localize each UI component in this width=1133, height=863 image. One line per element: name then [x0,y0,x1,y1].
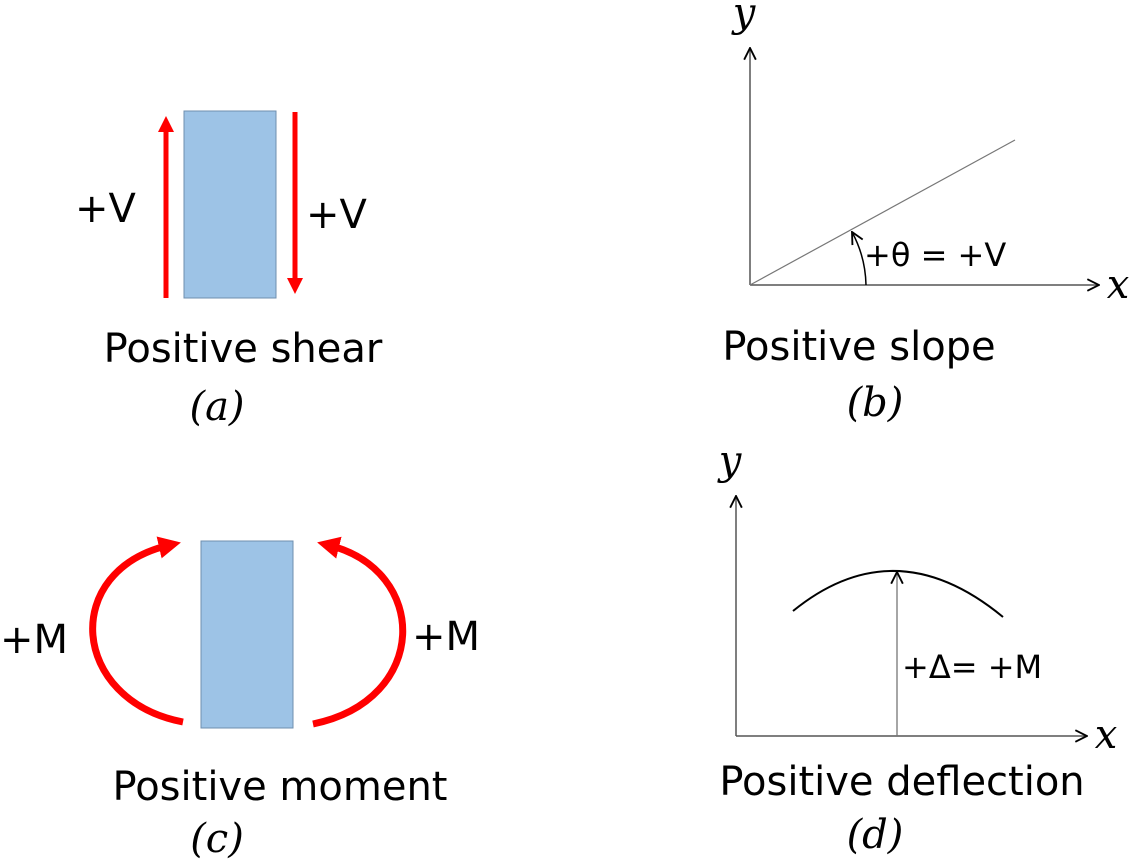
caption-positive-deflection: Positive deflection [719,759,1084,805]
panel-a-positive-shear: +V +V Positive shear (a) [75,110,383,430]
sub-label-c: (c) [190,816,244,862]
moment-label-left: +M [0,617,68,663]
sub-label-b: (b) [847,380,904,426]
shear-element-block [183,110,277,299]
slope-annotation: +θ = +V [864,236,1006,274]
sub-label-a: (a) [189,384,244,430]
caption-positive-slope: Positive slope [722,324,995,370]
panel-c-positive-moment: +M +M Positive moment (c) [0,536,480,862]
moment-label-right: +M [412,614,480,660]
slope-line [749,139,1016,286]
deflection-annotation: +Δ= +M [902,648,1042,686]
moment-element-block [200,540,294,729]
panel-b-positive-slope: y x +θ = +V Positive slope (b) [722,0,1129,426]
deflection-y-axis-label: y [717,438,743,484]
shear-label-right: +V [306,192,368,238]
shear-label-left: +V [75,186,137,232]
caption-positive-moment: Positive moment [113,764,448,810]
sub-label-d: (d) [847,812,904,858]
caption-positive-shear: Positive shear [104,326,383,372]
deflection-x-axis-label: x [1095,712,1118,758]
slope-x-axis-label: x [1107,262,1130,308]
panel-d-positive-deflection: y x +Δ= +M Positive deflection (d) [717,438,1118,858]
slope-angle-arc [852,232,867,286]
moment-arrow-left [89,536,184,726]
deflection-curve [792,570,1004,618]
slope-y-axis-label: y [731,0,757,36]
moment-arrow-right [312,536,407,728]
